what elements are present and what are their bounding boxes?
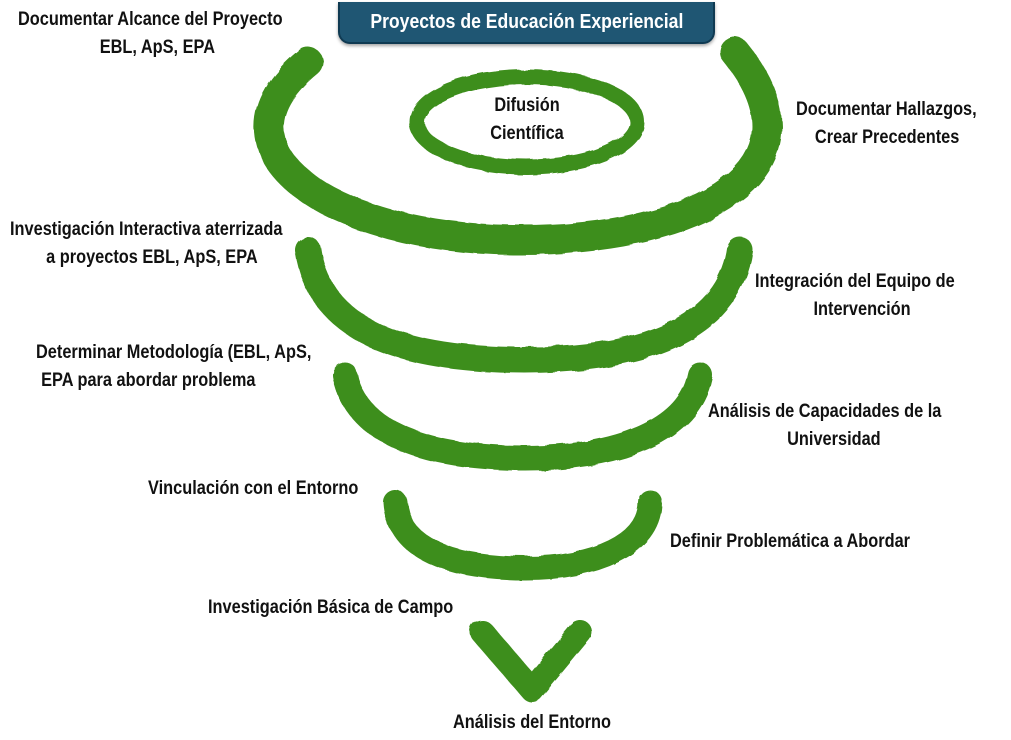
- label-analisis-entorno: Análisis del Entorno: [453, 712, 611, 733]
- label-documentar-hallazgos: Documentar Hallazgos, Crear Precedentes: [796, 99, 977, 148]
- label-integracion-equipo: Integración del Equipo de Intervención: [755, 271, 955, 320]
- label-difusion-cientifica: Difusión Científica: [490, 95, 564, 144]
- spiral-ring-4: [383, 490, 662, 581]
- spiral-ring-1: [253, 37, 782, 256]
- label-investigacion-basica: Investigación Básica de Campo: [208, 597, 454, 618]
- label-vinculacion-entorno: Vinculación con el Entorno: [148, 478, 359, 499]
- label-investigacion-interactiva: Investigación Interactiva aterrizada a p…: [10, 219, 283, 268]
- diagram-title: Proyectos de Educación Experiencial: [369, 10, 684, 33]
- spiral-tip-v: [470, 620, 592, 702]
- label-analisis-capacidades: Análisis de Capacidades de la Universida…: [708, 401, 942, 450]
- label-documentar-alcance: Documentar Alcance del Proyecto EBL, ApS…: [18, 9, 283, 58]
- spiral-inner-ring: [409, 69, 645, 175]
- title-banner: Proyectos de Educación Experiencial: [338, 2, 715, 44]
- label-determinar-metodologia: Determinar Metodología (EBL, ApS, EPA pa…: [36, 342, 312, 391]
- spiral-ring-2: [295, 237, 753, 374]
- label-definir-problematica: Definir Problemática a Abordar: [670, 531, 911, 552]
- spiral-ring-3: [332, 362, 713, 471]
